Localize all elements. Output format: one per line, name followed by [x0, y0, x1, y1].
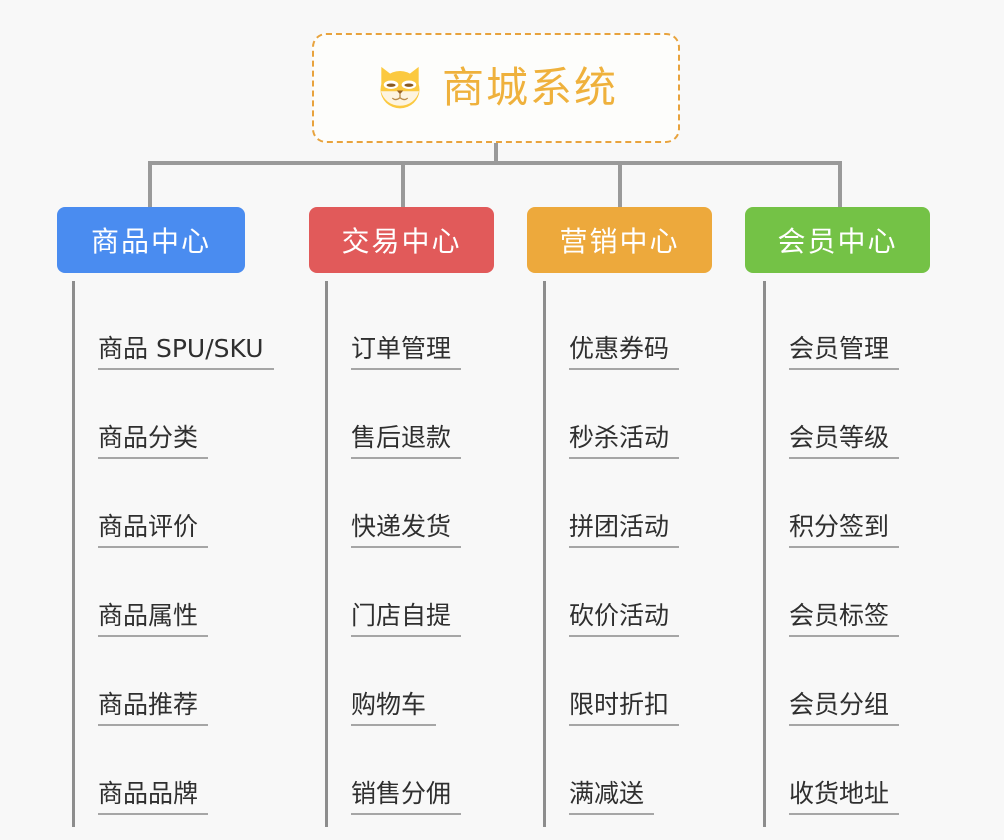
connector-drop-1: [148, 161, 152, 207]
leaf-column-会员中心: 会员管理 会员等级 积分签到 会员标签 会员分组 收货地址: [763, 281, 993, 827]
leaf-label: 销售分佣: [351, 780, 462, 815]
connector-root-stem: [494, 143, 498, 163]
leaf-item[interactable]: 会员标签: [763, 548, 993, 637]
leaf-label: 商品评价: [98, 513, 209, 548]
column-rail: [325, 281, 328, 827]
connector-drop-3: [618, 161, 622, 207]
category-label: 交易中心: [341, 225, 462, 258]
leaf-label: 会员标签: [789, 602, 900, 637]
leaf-label: 快递发货: [351, 513, 462, 548]
leaf-item[interactable]: 积分签到: [763, 459, 993, 548]
leaf-item[interactable]: 收货地址: [763, 726, 993, 815]
leaf-label: 订单管理: [351, 335, 462, 370]
leaf-label: 商品属性: [98, 602, 209, 637]
category-header-会员中心[interactable]: 会员中心: [745, 207, 930, 273]
leaf-item[interactable]: 秒杀活动: [543, 370, 773, 459]
leaf-label: 限时折扣: [569, 691, 680, 726]
leaf-item[interactable]: 订单管理: [325, 281, 555, 370]
leaf-item[interactable]: 商品品牌: [72, 726, 302, 815]
leaf-label: 商品推荐: [98, 691, 209, 726]
connector-drop-4: [838, 161, 842, 207]
leaf-column-商品中心: 商品 SPU/SKU 商品分类 商品评价 商品属性 商品推荐 商品品牌: [72, 281, 302, 827]
leaf-label: 秒杀活动: [569, 424, 680, 459]
root-title: 商城系统: [441, 63, 618, 112]
leaf-label: 砍价活动: [569, 602, 680, 637]
category-header-商品中心[interactable]: 商品中心: [57, 207, 245, 273]
leaf-label: 拼团活动: [569, 513, 680, 548]
leaf-label: 优惠券码: [569, 335, 680, 370]
leaf-item[interactable]: 拼团活动: [543, 459, 773, 548]
leaf-item[interactable]: 购物车: [325, 637, 555, 726]
leaf-item[interactable]: 会员分组: [763, 637, 993, 726]
leaf-label: 门店自提: [351, 602, 462, 637]
column-rail: [72, 281, 75, 827]
category-header-营销中心[interactable]: 营销中心: [527, 207, 712, 273]
leaf-item[interactable]: 门店自提: [325, 548, 555, 637]
root-node[interactable]: 商城系统: [312, 33, 680, 143]
leaf-item[interactable]: 优惠券码: [543, 281, 773, 370]
leaf-item[interactable]: 商品评价: [72, 459, 302, 548]
column-rail: [763, 281, 766, 827]
leaf-column-营销中心: 优惠券码 秒杀活动 拼团活动 砍价活动 限时折扣 满减送: [543, 281, 773, 827]
leaf-item[interactable]: 会员等级: [763, 370, 993, 459]
leaf-item[interactable]: 商品 SPU/SKU: [72, 281, 302, 370]
leaf-item[interactable]: 商品属性: [72, 548, 302, 637]
category-label: 会员中心: [777, 225, 898, 258]
leaf-label: 商品品牌: [98, 780, 209, 815]
leaf-label: 售后退款: [351, 424, 462, 459]
category-label: 营销中心: [559, 225, 680, 258]
leaf-item[interactable]: 销售分佣: [325, 726, 555, 815]
leaf-label: 会员等级: [789, 424, 900, 459]
leaf-item[interactable]: 快递发货: [325, 459, 555, 548]
leaf-item[interactable]: 商品分类: [72, 370, 302, 459]
column-rail: [543, 281, 546, 827]
category-label: 商品中心: [90, 225, 211, 258]
leaf-label: 商品 SPU/SKU: [98, 335, 274, 370]
leaf-label: 会员分组: [789, 691, 900, 726]
leaf-label: 收货地址: [789, 780, 900, 815]
leaf-label: 购物车: [351, 691, 437, 726]
leaf-label: 积分签到: [789, 513, 900, 548]
connector-drop-2: [401, 161, 405, 207]
leaf-item[interactable]: 砍价活动: [543, 548, 773, 637]
leaf-label: 商品分类: [98, 424, 209, 459]
leaf-item[interactable]: 限时折扣: [543, 637, 773, 726]
leaf-label: 满减送: [569, 780, 655, 815]
shiba-dog-icon: [380, 66, 420, 109]
leaf-item[interactable]: 满减送: [543, 726, 773, 815]
leaf-item[interactable]: 商品推荐: [72, 637, 302, 726]
leaf-item[interactable]: 会员管理: [763, 281, 993, 370]
connector-bus: [148, 161, 842, 165]
leaf-column-交易中心: 订单管理 售后退款 快递发货 门店自提 购物车 销售分佣: [325, 281, 555, 827]
leaf-item[interactable]: 售后退款: [325, 370, 555, 459]
leaf-label: 会员管理: [789, 335, 900, 370]
category-header-交易中心[interactable]: 交易中心: [309, 207, 494, 273]
